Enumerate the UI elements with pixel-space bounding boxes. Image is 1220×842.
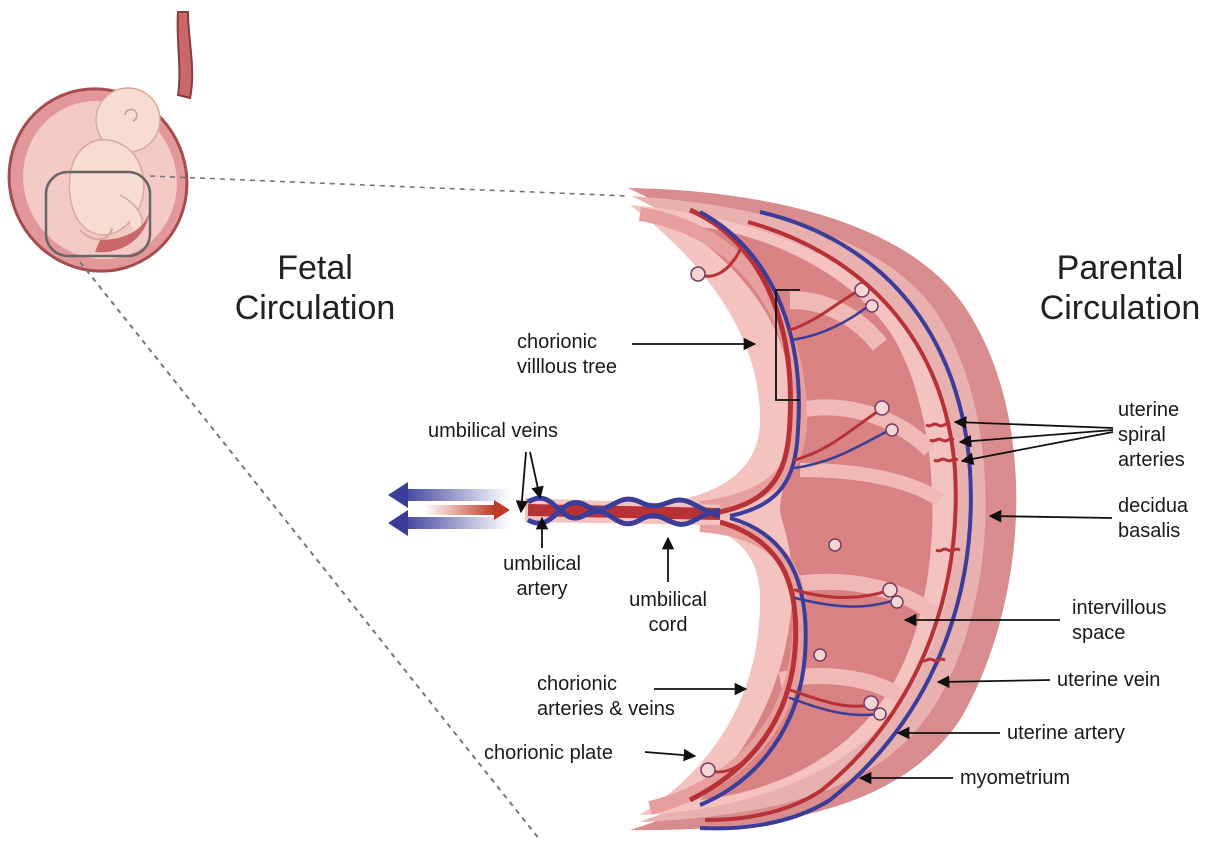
parental-heading-line2: Circulation bbox=[1020, 288, 1220, 328]
label-uterine-artery: uterine artery bbox=[1007, 721, 1125, 746]
label-chorionic-villous-tree: chorionic villlous tree bbox=[517, 330, 617, 380]
label-umbilical-cord-line1: umbilical bbox=[618, 588, 718, 613]
parental-heading-line1: Parental bbox=[1020, 248, 1220, 288]
label-uterine-spiral-arteries-line3: arteries bbox=[1118, 448, 1185, 473]
label-intervillous-space: intervillous space bbox=[1072, 596, 1166, 646]
label-decidua-basalis-line1: decidua bbox=[1118, 494, 1188, 519]
fetal-heading-line1: Fetal bbox=[220, 248, 410, 288]
label-myometrium: myometrium bbox=[960, 766, 1070, 791]
label-uterine-vein: uterine vein bbox=[1057, 668, 1160, 693]
parental-circulation-heading: Parental Circulation bbox=[1020, 248, 1220, 328]
label-chorionic-villous-tree-line1: chorionic bbox=[517, 330, 617, 355]
label-intervillous-space-line1: intervillous bbox=[1072, 596, 1166, 621]
label-chorionic-arteries-veins-line2: arteries & veins bbox=[537, 697, 675, 722]
label-umbilical-artery-line2: artery bbox=[492, 577, 592, 602]
label-uterine-spiral-arteries-line1: uterine bbox=[1118, 398, 1185, 423]
label-intervillous-space-line2: space bbox=[1072, 621, 1166, 646]
label-decidua-basalis-line2: basalis bbox=[1118, 519, 1188, 544]
label-decidua-basalis: decidua basalis bbox=[1118, 494, 1188, 544]
label-umbilical-veins: umbilical veins bbox=[428, 419, 558, 444]
label-umbilical-cord-line2: cord bbox=[618, 613, 718, 638]
label-chorionic-villous-tree-line2: villlous tree bbox=[517, 355, 617, 380]
label-uterine-spiral-arteries: uterine spiral arteries bbox=[1118, 398, 1185, 473]
label-chorionic-arteries-veins-line1: chorionic bbox=[537, 672, 675, 697]
zoom-line-bottom bbox=[80, 262, 540, 840]
label-chorionic-arteries-veins: chorionic arteries & veins bbox=[537, 672, 675, 722]
zoom-line-top bbox=[150, 176, 628, 196]
label-chorionic-plate: chorionic plate bbox=[484, 741, 613, 766]
uterus-fetus-illustration bbox=[0, 12, 219, 303]
label-umbilical-artery: umbilical artery bbox=[492, 552, 592, 602]
fetal-heading-line2: Circulation bbox=[220, 288, 410, 328]
flow-arrows bbox=[388, 482, 510, 536]
fetal-circulation-heading: Fetal Circulation bbox=[220, 248, 410, 328]
label-uterine-spiral-arteries-line2: spiral bbox=[1118, 423, 1185, 448]
label-umbilical-artery-line1: umbilical bbox=[492, 552, 592, 577]
label-umbilical-cord: umbilical cord bbox=[618, 588, 718, 638]
